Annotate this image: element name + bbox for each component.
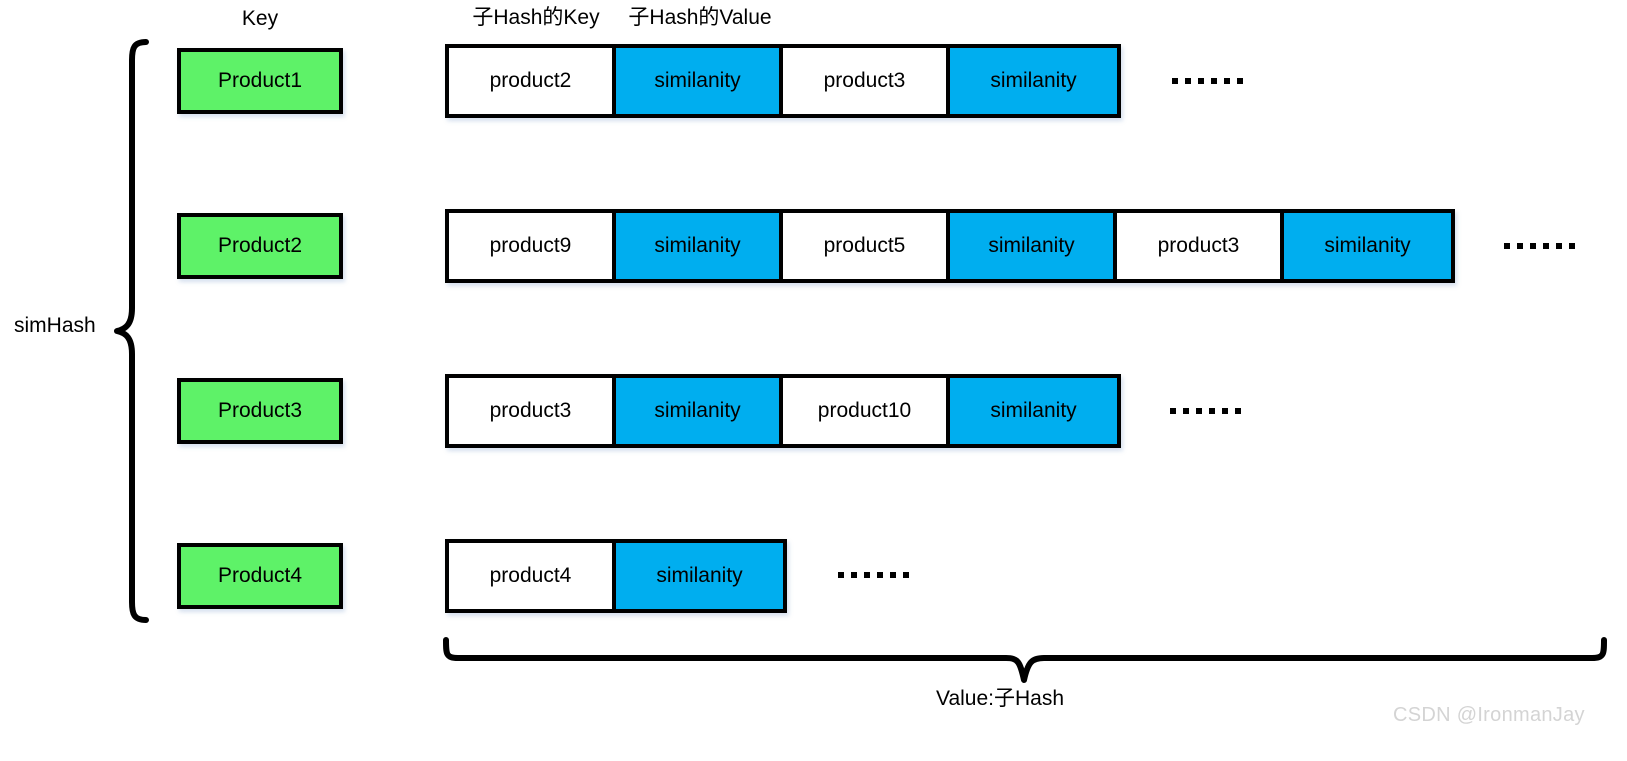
- value-chain-0: product2 similanity product3 similanity: [445, 44, 1121, 118]
- chain-cell-subhash-key[interactable]: product9: [449, 213, 616, 279]
- key-box-0[interactable]: Product1: [177, 48, 343, 114]
- watermark: CSDN @IronmanJay: [1393, 704, 1585, 726]
- chain-cell-label: similanity: [988, 234, 1075, 257]
- key-box-label: Product3: [217, 399, 303, 422]
- value-chain-3: product4 similanity: [445, 539, 787, 613]
- value-chain-1: product9 similanity product5 similanity …: [445, 209, 1455, 283]
- chain-cell-label: similanity: [654, 234, 741, 257]
- chain-cell-label: product9: [489, 234, 572, 257]
- ellipsis-row-1: [1504, 243, 1575, 249]
- chain-cell-subhash-key[interactable]: product5: [783, 213, 950, 279]
- left-brace-label: simHash: [14, 314, 96, 337]
- chain-cell-label: product3: [823, 69, 906, 92]
- chain-cell-subhash-value[interactable]: similanity: [616, 213, 783, 279]
- ellipsis-row-3: [838, 572, 909, 578]
- key-box-3[interactable]: Product4: [177, 543, 343, 609]
- bottom-brace-label: Value:子Hash: [935, 687, 1065, 710]
- chain-cell-label: product10: [817, 399, 912, 422]
- bottom-brace: [443, 637, 1607, 683]
- chain-cell-subhash-value[interactable]: similanity: [616, 378, 783, 444]
- ellipsis-row-2: [1170, 408, 1241, 414]
- chain-cell-label: product5: [823, 234, 906, 257]
- chain-cell-label: similanity: [654, 69, 741, 92]
- chain-cell-subhash-value[interactable]: similanity: [616, 543, 783, 609]
- column-label-key: Key: [241, 7, 279, 30]
- key-box-1[interactable]: Product2: [177, 213, 343, 279]
- value-chain-2: product3 similanity product10 similanity: [445, 374, 1121, 448]
- chain-cell-label: similanity: [1324, 234, 1411, 257]
- key-box-label: Product2: [217, 234, 303, 257]
- ellipsis-row-0: [1172, 78, 1243, 84]
- chain-cell-subhash-value[interactable]: similanity: [1284, 213, 1451, 279]
- column-label-sub-hash-value: 子Hash的Value: [628, 6, 772, 29]
- chain-cell-subhash-value[interactable]: similanity: [950, 48, 1117, 114]
- key-box-label: Product4: [217, 564, 303, 587]
- key-box-label: Product1: [217, 69, 303, 92]
- chain-cell-subhash-value[interactable]: similanity: [616, 48, 783, 114]
- chain-cell-subhash-value[interactable]: similanity: [950, 378, 1117, 444]
- chain-cell-label: product3: [1157, 234, 1240, 257]
- chain-cell-label: similanity: [990, 399, 1077, 422]
- chain-cell-subhash-key[interactable]: product3: [449, 378, 616, 444]
- chain-cell-subhash-value[interactable]: similanity: [950, 213, 1117, 279]
- chain-cell-label: similanity: [656, 564, 743, 587]
- chain-cell-subhash-key[interactable]: product2: [449, 48, 616, 114]
- column-label-sub-hash-key: 子Hash的Key: [472, 6, 600, 29]
- chain-cell-subhash-key[interactable]: product3: [1117, 213, 1284, 279]
- key-box-2[interactable]: Product3: [177, 378, 343, 444]
- chain-cell-subhash-key[interactable]: product4: [449, 543, 616, 609]
- chain-cell-label: product3: [489, 399, 572, 422]
- chain-cell-label: similanity: [990, 69, 1077, 92]
- chain-cell-label: product4: [489, 564, 572, 587]
- chain-cell-label: product2: [489, 69, 572, 92]
- chain-cell-subhash-key[interactable]: product3: [783, 48, 950, 114]
- chain-cell-label: similanity: [654, 399, 741, 422]
- left-brace: [114, 39, 149, 623]
- chain-cell-subhash-key[interactable]: product10: [783, 378, 950, 444]
